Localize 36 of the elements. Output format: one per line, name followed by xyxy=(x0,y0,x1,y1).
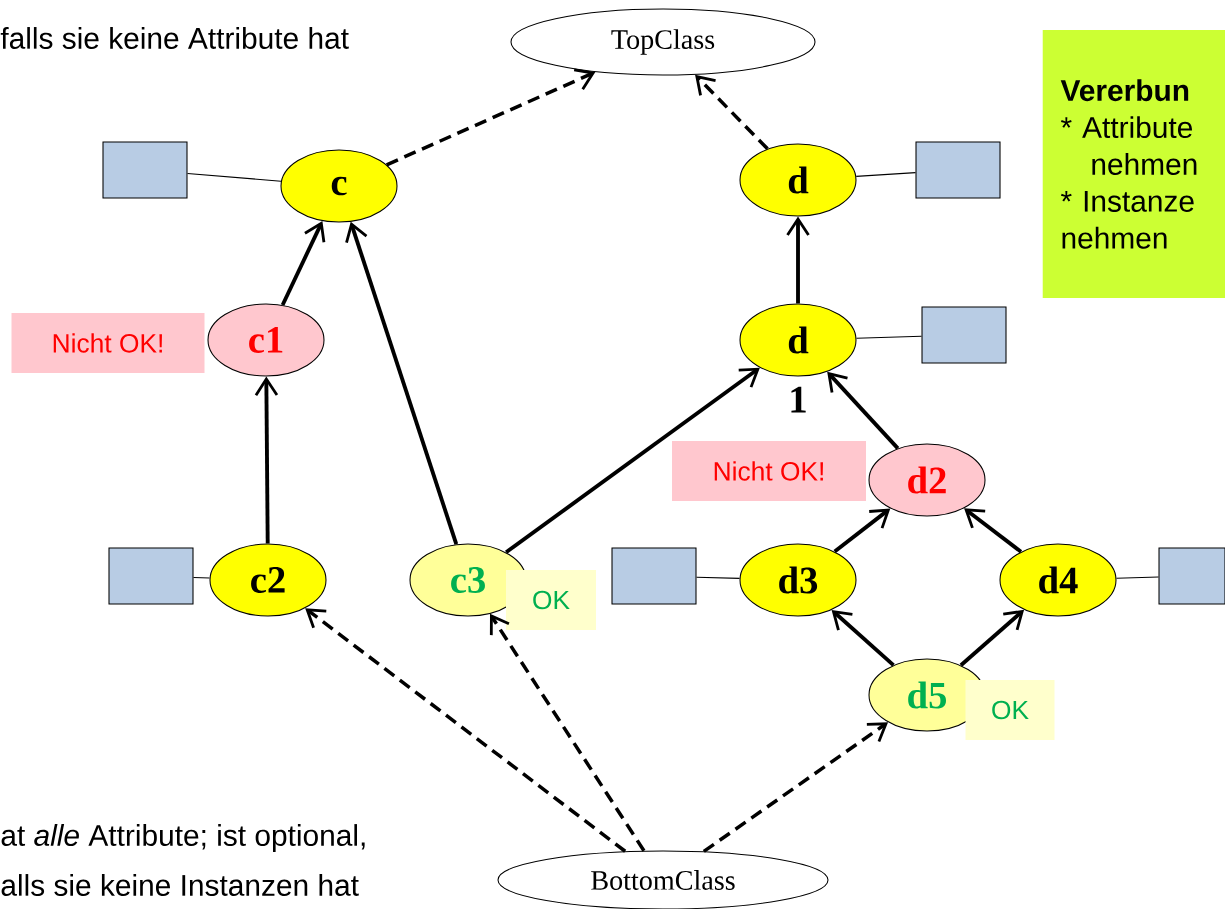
note-box: OK xyxy=(506,570,596,630)
note-box: OK xyxy=(965,680,1055,740)
note-text: falls sie keine Attribute hat xyxy=(0,27,349,49)
note-text: alls sie keine Instanzen hat xyxy=(1,874,359,896)
connector-line xyxy=(696,576,741,579)
attribute-box xyxy=(611,547,697,605)
attribute-box xyxy=(102,141,188,199)
arrow xyxy=(345,221,459,545)
connector-line xyxy=(193,576,211,579)
arrow xyxy=(831,609,895,667)
connector-line xyxy=(187,172,282,182)
arrow xyxy=(964,508,1023,554)
note-box: Nicht OK! xyxy=(11,313,205,373)
arrow xyxy=(280,221,326,306)
arrow xyxy=(959,609,1025,667)
attribute-box xyxy=(1158,547,1225,605)
connector-line xyxy=(855,335,922,339)
arrow xyxy=(305,608,627,853)
arrow xyxy=(827,371,900,450)
attribute-box xyxy=(108,547,194,605)
attribute-box xyxy=(921,306,1007,364)
arrow xyxy=(254,376,279,544)
connector-line xyxy=(855,172,916,177)
arrow xyxy=(385,68,596,167)
note-box: Vererbun * Attribute nehmen * Instanze nehmen xyxy=(1042,30,1225,298)
arrow xyxy=(489,613,646,852)
arrow xyxy=(702,722,889,853)
note-box: Nicht OK! xyxy=(672,441,866,501)
arrow xyxy=(505,367,760,554)
arrow xyxy=(786,216,810,304)
connector-line xyxy=(1115,576,1159,579)
arrow xyxy=(695,74,769,151)
attribute-box xyxy=(915,141,1001,199)
arrow xyxy=(833,508,891,554)
node-caption: 1 xyxy=(791,386,806,413)
note-text: at alle Attribute; ist optional, xyxy=(1,824,365,852)
